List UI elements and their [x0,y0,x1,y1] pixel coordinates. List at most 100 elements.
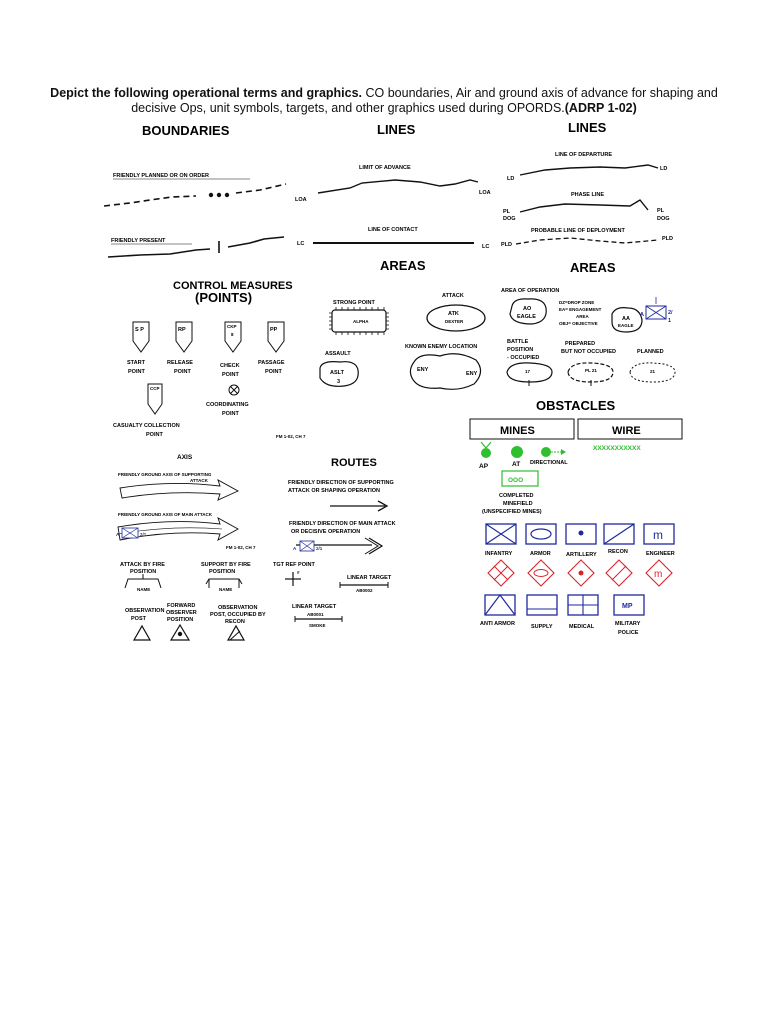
lines-mid-title: LINES [377,122,416,137]
abf-label-1: ATTACK BY FIRE [120,562,165,568]
intro-body: CO boundaries, Air and ground axis of ad… [131,86,718,115]
ea-def: EA= ENGAGEMENT [559,307,602,312]
completed-label-3: (UNSPECIFIED MINES) [482,509,542,515]
fop-label-1: FORWARD [167,603,195,609]
check-point-symbol [224,321,242,353]
completed-label-1: COMPLETED [499,493,534,499]
intro-paragraph: Depict the following operational terms a… [30,86,738,116]
attack-label: ATTACK [442,293,464,299]
assault-position-symbol [319,361,359,387]
medical-label: MEDICAL [569,624,595,630]
battle-label-1: BATTLE [507,339,529,345]
enemy-engineer-glyph: m [654,569,662,580]
boundaries-title: BOUNDARIES [142,123,230,138]
enemy-artillery-symbol [567,559,595,587]
probable-deploy-line [515,237,659,245]
enemy-engineer-symbol: m [645,559,673,587]
limit-of-advance-line [317,179,479,194]
bp2-code: PL 21 [585,368,597,373]
aslt-number: 3 [337,379,340,385]
fop-label-3: POSITION [167,617,193,623]
battle-position-occupied [506,362,553,383]
phase-line [519,199,649,213]
fop-label-2: OBSERVER [166,610,197,616]
armor-oval [530,528,552,540]
check-label-2: POINT [222,372,239,378]
route-main-head-inner [364,537,379,555]
enemy-recon-symbol [605,559,633,587]
echelon-dot [224,192,230,198]
unit-infantry-mini [645,305,667,320]
routes-title: ROUTES [331,457,377,469]
ao-name: EAGLE [517,314,536,320]
ld-right: LD [660,166,667,172]
route-num: 2/1 [316,546,323,551]
tgt-ref-number: # [297,570,300,575]
lines-right-title: LINES [568,120,607,135]
line-of-departure-label: LINE OF DEPARTURE [555,152,612,158]
passage-label-1: PASSAGE [258,360,285,366]
battle-label-2: POSITION [507,347,533,353]
dog-left: DOG [503,216,516,222]
route-unit-x [299,540,315,552]
pl-left: PL [503,209,511,215]
strong-point-label: STRONG POINT [333,300,376,306]
axis-supporting-1: FRIENDLY GROUND AXIS OF SUPPORTING [118,472,212,477]
obj-def: OBJ= OBJECTIVE [559,321,598,326]
planned-boundary-line [103,195,197,207]
completed-label-2: MINEFIELD [503,501,533,507]
abf-label-2: POSITION [130,569,156,575]
route-main-2: OR DECISIVE OPERATION [291,529,360,535]
start-point-symbol [132,321,150,353]
axis-unit-x [121,527,139,539]
at-label: AT [512,461,520,468]
intro-lead: Depict the following operational terms a… [50,86,363,100]
anti-armor-chevron [484,594,516,616]
present-boundary-line [107,248,211,258]
ckp-number: 8 [231,332,234,337]
line-of-departure-line [519,164,659,176]
sbf-symbol [205,578,243,588]
armor-symbol [525,523,557,545]
infantry-label: INFANTRY [485,551,513,557]
route-main-1: FRIENDLY DIRECTION OF MAIN ATTACK [289,521,396,527]
linear-target2-id: AB0001 [307,612,324,617]
armor-label: ARMOR [530,551,551,557]
infantry-symbol [485,523,517,545]
ap-mine-icon [481,448,491,458]
strong-point-teeth [329,307,389,335]
pp-code: PP [270,327,278,333]
passage-label-2: POINT [265,369,282,375]
route-main-head [368,537,384,555]
wire-header: WIRE [612,425,641,437]
echelon-dot [216,192,222,198]
pld-left: PLD [501,242,512,248]
fm-ref-axis: FM 1-02, CH 7 [226,545,256,550]
mp-label-1: MILITARY [615,621,641,627]
observation-post-icon [132,624,152,641]
ao-title: AREA OF OPERATION [501,288,559,294]
areas-mid-title: AREAS [380,258,426,273]
tgt-ref-label: TGT REF POINT [273,562,316,568]
ap-mine-prong [485,441,492,449]
known-enemy-label: KNOWN ENEMY LOCATION [405,344,477,350]
engineer-glyph: m [653,528,663,542]
friendly-present-label: FRIENDLY PRESENT [111,238,166,244]
mp-label-2: POLICE [618,630,639,636]
opr-label-1: OBSERVATION [218,605,257,611]
passage-point-symbol [267,321,285,353]
supporting-axis-arrow [119,479,240,501]
control-measures-title: CONTROL MEASURES [173,280,293,292]
wire-header-box [577,418,683,440]
main-axis-arrow [117,517,239,541]
phase-line-label: PHASE LINE [571,192,604,198]
lc-right: LC [482,244,489,250]
areas-right-title: AREAS [570,260,616,275]
linear-target-label: LINEAR TARGET [347,575,392,581]
forward-observer-icon [169,623,191,641]
unit-cross [645,305,667,320]
recon-slash [603,523,635,545]
attack-objective-symbol [426,304,486,332]
area-of-operation-symbol [509,298,547,325]
start-label-2: POINT [128,369,145,375]
